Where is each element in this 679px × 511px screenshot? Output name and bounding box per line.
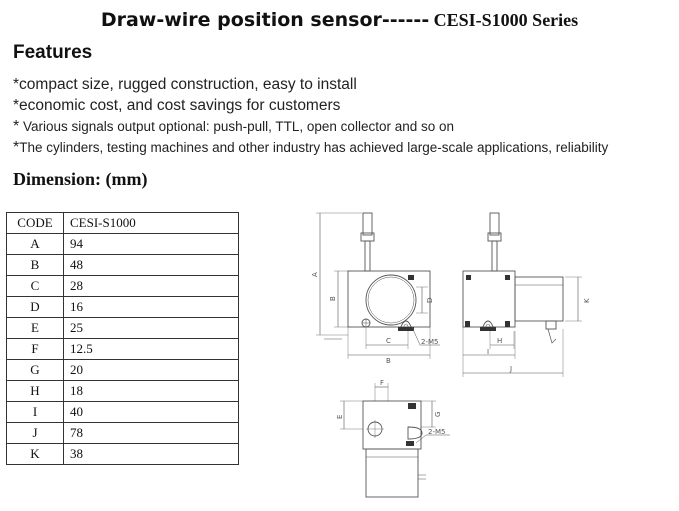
label-k: K <box>583 298 591 303</box>
front-outlet-tube <box>362 212 373 236</box>
label-b-side: B <box>329 296 337 301</box>
value-cell: 16 <box>63 296 239 318</box>
label-g: G <box>434 412 442 417</box>
code-cell: I <box>6 401 64 423</box>
feature-bullet: * <box>13 139 20 156</box>
value-cell: 20 <box>63 359 239 381</box>
front-drum-circle <box>365 274 417 326</box>
code-cell: C <box>6 275 64 297</box>
code-cell: F <box>6 338 64 360</box>
label-h: H <box>497 337 502 345</box>
feature-text: The cylinders, testing machines and othe… <box>19 140 609 155</box>
bottom-view: F E G 2-M5 <box>336 379 450 498</box>
feature-item: *compact size, rugged construction, easy… <box>13 76 357 94</box>
bottom-cable-gland <box>407 426 423 440</box>
value-cell: 40 <box>63 401 239 423</box>
code-cell: J <box>6 422 64 444</box>
code-cell: E <box>6 317 64 339</box>
label-i: I <box>487 348 489 356</box>
label-a: A <box>311 272 319 277</box>
feature-item: * Various signals output optional: push-… <box>13 118 454 136</box>
page-title: Draw-wire position sensor------ CESI-S10… <box>0 9 679 31</box>
value-cell: 12.5 <box>63 338 239 360</box>
dimension-drawing: A B D C B 2-M5 <box>311 212 591 498</box>
features-heading: Features <box>13 42 93 63</box>
code-cell: H <box>6 380 64 402</box>
side-view: K H I J <box>462 212 591 377</box>
bottom-encoder-body <box>365 448 419 498</box>
table-header-row: CODE CESI-S1000 <box>6 212 239 234</box>
value-cell: 18 <box>63 380 239 402</box>
label-j: J <box>509 365 512 373</box>
feature-bullet: * <box>13 118 20 135</box>
front-housing <box>347 270 431 328</box>
front-rope-guide <box>364 240 371 272</box>
feature-text: compact size, rugged construction, easy … <box>19 76 357 93</box>
label-d: D <box>426 298 434 303</box>
code-cell: D <box>6 296 64 318</box>
dimension-heading: Dimension: (mm) <box>13 169 148 189</box>
label-c: C <box>386 337 391 345</box>
value-cell: 28 <box>63 275 239 297</box>
code-cell: A <box>6 233 64 255</box>
value-cell: 48 <box>63 254 239 276</box>
title-product-name: Draw-wire position sensor------ <box>100 9 430 31</box>
column-header-model: CESI-S1000 <box>63 212 239 234</box>
feature-text: Various signals output optional: push-pu… <box>19 119 455 134</box>
value-cell: 94 <box>63 233 239 255</box>
value-cell: 38 <box>63 443 239 465</box>
code-cell: K <box>6 443 64 465</box>
side-cable <box>547 328 557 344</box>
side-connector <box>545 320 557 330</box>
label-b-bottom: B <box>386 357 391 365</box>
front-drum-inner <box>367 276 415 324</box>
feature-bullet: * <box>13 76 20 93</box>
title-series: CESI-S1000 Series <box>433 10 579 30</box>
code-cell: G <box>6 359 64 381</box>
side-encoder-body <box>514 276 564 322</box>
feature-bullet: * <box>13 97 20 114</box>
feature-text: economic cost, and cost savings for cust… <box>19 97 341 114</box>
feature-item: *The cylinders, testing machines and oth… <box>13 139 608 157</box>
feature-item: *economic cost, and cost savings for cus… <box>13 97 340 115</box>
label-e: E <box>336 415 344 419</box>
label-hole-bottom: 2-M5 <box>428 428 445 436</box>
front-view: A B D C B 2-M5 <box>311 212 440 365</box>
side-rope-guide <box>491 240 498 272</box>
value-cell: 25 <box>63 317 239 339</box>
side-outlet-tube <box>489 212 500 236</box>
label-hole-front: 2-M5 <box>421 338 438 346</box>
column-header-code: CODE <box>6 212 64 234</box>
code-cell: B <box>6 254 64 276</box>
value-cell: 78 <box>63 422 239 444</box>
label-f: F <box>380 379 384 387</box>
